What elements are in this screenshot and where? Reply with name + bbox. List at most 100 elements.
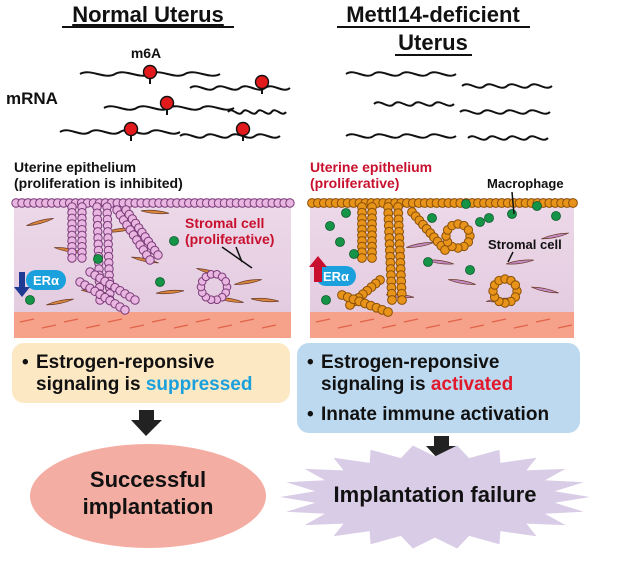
- epithelial-cell: [145, 255, 155, 265]
- normal-er-alpha-label: ERα: [33, 273, 59, 288]
- stromal-cell: [155, 289, 185, 295]
- mettl-box-bullet1: •: [307, 352, 314, 373]
- mettl-title-line2: Uterus: [398, 30, 468, 55]
- mettl-stromal-pointer: [507, 251, 514, 263]
- muscle-fiber: [261, 324, 277, 329]
- immune-cell: [551, 211, 561, 221]
- epithelial-cell: [221, 277, 231, 286]
- mettl-stromal-label: Stromal cell: [488, 237, 562, 252]
- muscle-fiber: [403, 318, 419, 323]
- muscle-fiber: [359, 318, 375, 323]
- normal-box-line1: Estrogen-reponsive: [36, 352, 214, 373]
- stromal-cell: [46, 298, 74, 306]
- muscle-fiber: [129, 324, 145, 329]
- immune-cell: [475, 217, 485, 227]
- mettl-muscle-layer: [310, 312, 574, 338]
- stromal-body: [541, 232, 569, 240]
- stromal-body: [506, 259, 534, 265]
- immune-cell: [461, 199, 471, 209]
- normal-stromal-pointer-2: [235, 246, 243, 263]
- epithelial-cell: [510, 280, 521, 290]
- epithelial-cell: [383, 307, 393, 317]
- stromal-cell: [448, 279, 476, 285]
- muscle-fiber: [63, 318, 79, 323]
- immune-cell: [484, 213, 494, 223]
- mettl-box-bullet2: •: [307, 404, 314, 425]
- normal-box-line2: signaling is suppressed: [36, 374, 252, 395]
- normal-epithelium: [11, 198, 295, 315]
- mettl-epithelium: [307, 198, 578, 317]
- mettl-box-line1: Estrogen-reponsive: [321, 352, 499, 373]
- stromal-cell: [140, 209, 170, 215]
- mettl-box-line2-prefix: signaling is: [321, 374, 431, 395]
- normal-er-down-arrow: [14, 272, 30, 297]
- mettl-tissue-panel: [307, 198, 578, 338]
- stromal-body: [26, 218, 54, 226]
- mrna-strand: [189, 85, 291, 91]
- muscle-band: [14, 312, 291, 338]
- normal-box-line2-prefix: signaling is: [36, 374, 146, 395]
- epithelial-cell: [397, 295, 407, 305]
- immune-cell: [335, 237, 345, 247]
- stromal-body: [448, 279, 476, 285]
- mrna-strand: [459, 109, 551, 115]
- stromal-body: [531, 286, 559, 294]
- immune-cell: [349, 249, 359, 259]
- mettl-title-line1: Mettl14-deficient: [346, 2, 520, 27]
- mrna-strand: [373, 101, 455, 107]
- muscle-fiber: [491, 318, 507, 323]
- mrna-strand: [461, 83, 553, 89]
- success-line2: implantation: [83, 494, 214, 519]
- m6a-label: m6A: [131, 45, 161, 61]
- mettl-box-highlight: activated: [431, 374, 513, 395]
- muscle-fiber: [425, 324, 441, 329]
- mettl-box-line3: Innate immune activation: [321, 404, 549, 425]
- mrna-strand: [467, 135, 549, 141]
- muscle-fiber: [469, 324, 485, 329]
- normal-uterus-title: Normal Uterus: [72, 2, 224, 27]
- stromal-cell: [531, 286, 559, 294]
- mrna-strand: [345, 133, 457, 139]
- epithelial-cell: [67, 253, 77, 263]
- immune-cell: [169, 236, 179, 246]
- epithelial-cell: [285, 198, 295, 208]
- mrna-strand: [227, 109, 287, 115]
- mettl-er-alpha-label: ERα: [323, 269, 349, 284]
- muscle-fiber: [315, 318, 331, 323]
- muscle-fiber: [513, 324, 529, 329]
- muscle-fiber: [239, 318, 255, 323]
- immune-cell: [532, 201, 542, 211]
- immune-cell: [341, 208, 351, 218]
- stromal-body: [155, 289, 185, 295]
- muscle-fiber: [107, 318, 123, 323]
- failure-label: Implantation failure: [334, 482, 537, 507]
- mettl-er-up-arrow: [309, 256, 327, 282]
- mettl-er-alpha-badge: ERα: [316, 266, 356, 286]
- epithelial-cell: [120, 305, 130, 315]
- normal-stromal-pointer: [221, 246, 253, 269]
- immune-cell: [25, 295, 35, 305]
- muscle-fiber: [173, 324, 189, 329]
- stromal-cell: [506, 259, 534, 265]
- mettl-box-line2: signaling is activated: [321, 374, 513, 395]
- normal-immune-cells: [25, 236, 179, 305]
- mettl-summary-box: [297, 343, 580, 433]
- m6a-mark: [123, 121, 139, 137]
- immune-cell: [325, 221, 335, 231]
- normal-stromal-label-2: (proliferative): [185, 231, 274, 247]
- muscle-fiber: [19, 318, 35, 323]
- immune-cell: [507, 209, 517, 219]
- immune-cell: [155, 277, 165, 287]
- muscle-fiber: [151, 318, 167, 323]
- muscle-fiber: [447, 318, 463, 323]
- immune-cell: [423, 257, 433, 267]
- epithelial-cell: [130, 295, 140, 305]
- normal-epithelium-label-1: Uterine epithelium: [14, 159, 136, 175]
- stromal-cell: [234, 279, 262, 285]
- epithelial-cell: [568, 198, 578, 208]
- stromal-cell: [541, 232, 569, 240]
- normal-summary-box: [12, 343, 290, 403]
- muscle-fiber: [85, 324, 101, 329]
